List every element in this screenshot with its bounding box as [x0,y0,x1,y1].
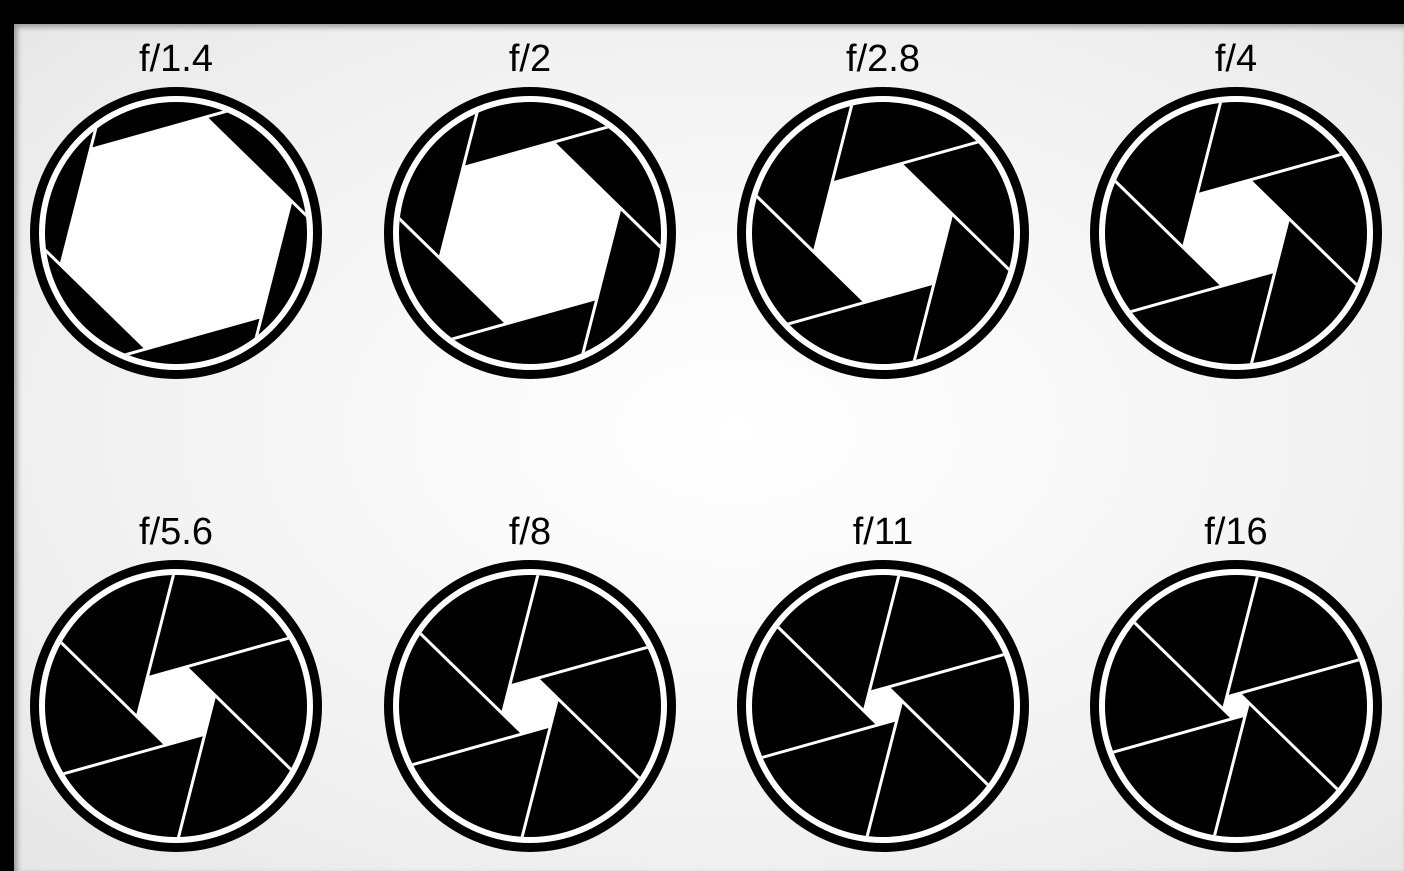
aperture-16: f/16 [1090,511,1382,852]
aperture-label: f/16 [1204,511,1267,553]
aperture-11: f/11 [737,511,1029,852]
aperture-label: f/11 [853,511,914,553]
aperture-8: f/8 [384,511,676,852]
aperture-2: f/2 [384,38,676,379]
aperture-28: f/2.8 [737,38,1029,379]
aperture-label: f/2.8 [846,38,920,80]
aperture-label: f/8 [509,511,551,553]
aperture-label: f/4 [1215,38,1257,80]
aperture-56: f/5.6 [30,511,322,852]
aperture-label: f/1.4 [139,38,213,80]
aperture-4: f/4 [1090,38,1382,379]
aperture-label: f/2 [509,38,551,80]
aperture-14: f/1.4 [30,38,322,379]
aperture-label: f/5.6 [139,511,213,553]
